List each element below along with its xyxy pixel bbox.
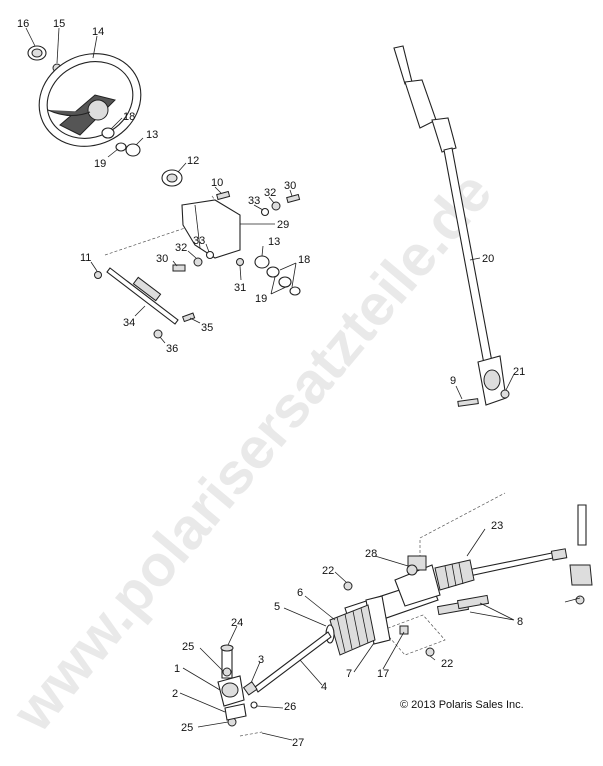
- callout-21: 21: [513, 366, 525, 378]
- part-35-bolt: [181, 312, 196, 323]
- callout-10: 10: [211, 177, 223, 189]
- callout-13: 13: [146, 129, 158, 141]
- part-36-nut: [153, 329, 163, 339]
- callout-30-lower: 30: [156, 253, 168, 265]
- part-19-ring: [115, 142, 127, 152]
- callout-34: 34: [123, 317, 135, 329]
- part-11-nut: [94, 271, 102, 279]
- callout-25-lower: 25: [181, 722, 193, 734]
- part-22-nut-lower: [425, 647, 435, 657]
- part-20-steering-shaft: [393, 45, 510, 407]
- part-22-nut-upper: [343, 581, 353, 591]
- steering-rack-group: [217, 492, 593, 737]
- part-25-nut-upper: [222, 667, 232, 677]
- part-30-bolt-lower: [172, 264, 186, 272]
- callout-31: 31: [234, 282, 246, 294]
- callout-24: 24: [231, 617, 243, 629]
- callout-18: 18: [123, 111, 135, 123]
- part-33-washer: [260, 207, 270, 217]
- callout-35: 35: [201, 322, 213, 334]
- callout-17: 17: [377, 668, 389, 680]
- part-18-ring: [101, 127, 115, 139]
- callout-22: 22: [322, 565, 334, 577]
- callout-9: 9: [450, 375, 456, 387]
- part-30-bolt: [286, 193, 301, 204]
- callout-33: 33: [248, 195, 260, 207]
- callout-23: 23: [491, 520, 503, 532]
- part-33-washer-lower: [205, 250, 215, 260]
- part-3-jam-nut: [242, 681, 258, 696]
- callout-27: 27: [292, 737, 304, 749]
- callout-1: 1: [174, 663, 180, 675]
- part-6-boot: [329, 604, 376, 656]
- part-2-tie-rod-end-lower: [224, 703, 247, 721]
- callout-2: 2: [172, 688, 178, 700]
- callout-15: 15: [53, 18, 65, 30]
- callout-5: 5: [274, 601, 280, 613]
- callout-36: 36: [166, 343, 178, 355]
- callout-32-lower: 32: [175, 242, 187, 254]
- callout-labels: 16 15 14 18 13 19 12 10 33 32 30 29 11 3…: [17, 18, 525, 749]
- callout-32: 32: [264, 187, 276, 199]
- part-29-bracket: [181, 199, 241, 259]
- part-10-bolt: [216, 190, 231, 201]
- callout-20: 20: [482, 253, 494, 265]
- part-27-cotter-pin: [239, 731, 263, 737]
- callout-12: 12: [187, 155, 199, 167]
- steering-wheel-group: [27, 45, 183, 187]
- part-28-pinion: [406, 564, 418, 576]
- callout-16: 16: [17, 18, 29, 30]
- part-18-ring-lower: [266, 266, 280, 278]
- callout-3: 3: [258, 654, 264, 666]
- callout-25: 25: [182, 641, 194, 653]
- part-19-ring-lower: [278, 276, 292, 288]
- callout-19: 19: [94, 158, 106, 170]
- callout-28: 28: [365, 548, 377, 560]
- callout-18-lower: 18: [298, 254, 310, 266]
- part-14-steering-wheel: [38, 53, 142, 147]
- part-26-washer: [250, 701, 258, 709]
- callout-33-lower: 33: [193, 235, 205, 247]
- part-21-nut: [500, 389, 510, 399]
- callout-30: 30: [284, 180, 296, 192]
- part-31-nut: [236, 258, 244, 266]
- callout-6: 6: [297, 587, 303, 599]
- callout-7: 7: [346, 668, 352, 680]
- callout-4: 4: [321, 681, 327, 693]
- part-32-nut: [271, 201, 281, 211]
- part-13-bushing: [125, 143, 141, 157]
- leader-lines: [25, 27, 515, 741]
- steering-bracket-group: [94, 190, 301, 339]
- callout-19-lower: 19: [255, 293, 267, 305]
- copyright-text: © 2013 Polaris Sales Inc.: [400, 699, 524, 711]
- part-32-nut-lower: [193, 257, 203, 267]
- part-34-gas-strut: [106, 267, 179, 325]
- watermark: www.polarisersatzteile.de: [0, 160, 504, 744]
- part-13-ring: [254, 255, 270, 269]
- part-4-tie-rod-left: [254, 631, 332, 693]
- part-9-bolt: [457, 398, 479, 407]
- callout-26: 26: [284, 701, 296, 713]
- callout-11: 11: [80, 252, 91, 264]
- callout-8: 8: [517, 616, 523, 628]
- callout-29: 29: [277, 219, 289, 231]
- callout-13-lower: 13: [268, 236, 280, 248]
- callout-22-lower: 22: [441, 658, 453, 670]
- callout-14: 14: [92, 26, 104, 38]
